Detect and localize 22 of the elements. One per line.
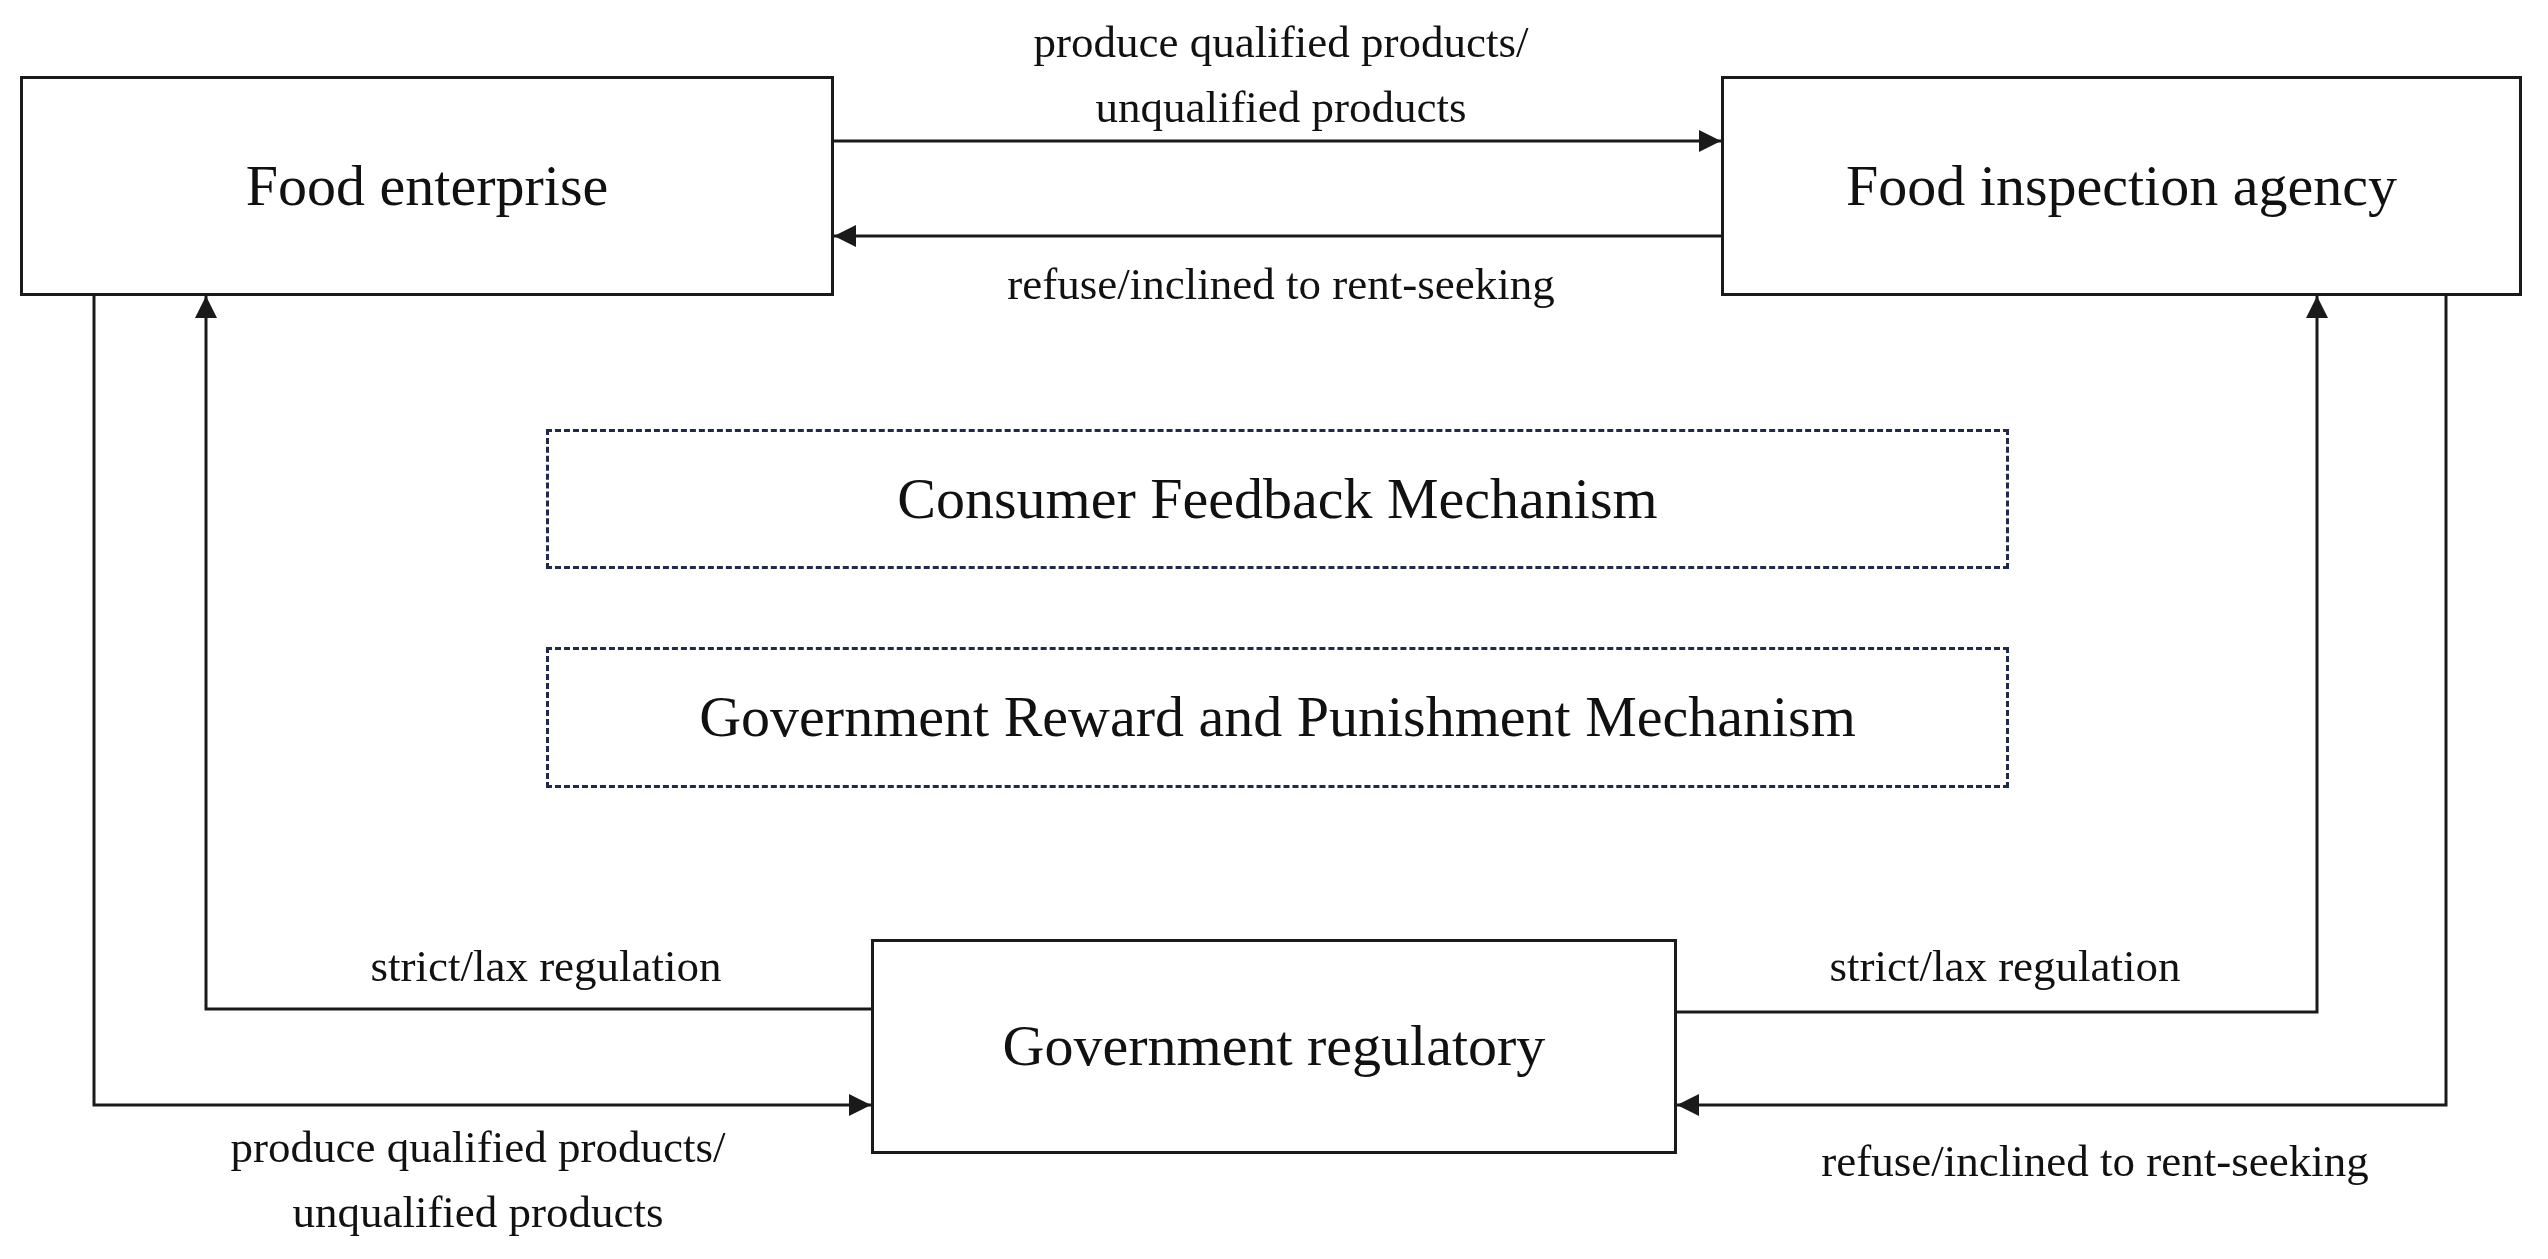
arrow	[1677, 296, 2448, 1116]
node-label: Consumer Feedback Mechanism	[897, 465, 1658, 533]
actor-box	[1721, 76, 2522, 296]
edge-label: produce qualified products/ unqualified products	[1032, 15, 1530, 134]
node-label: Government regulatory	[1002, 1013, 1546, 1080]
arrow	[195, 296, 871, 1011]
mechanism-box	[546, 429, 2009, 569]
actor-box	[871, 939, 1677, 1154]
edge-label: strict/lax regulation	[370, 940, 722, 994]
arrow	[1677, 296, 2328, 1014]
mechanism-box	[546, 647, 2009, 788]
node-label: Food inspection agency	[1846, 152, 2397, 220]
actor-box	[20, 76, 834, 296]
arrow	[834, 225, 1721, 247]
arrow	[92, 296, 871, 1116]
edge-label: produce qualified products/ unqualified products	[229, 1120, 727, 1239]
edge-label: refuse/inclined to rent-seeking	[1821, 1135, 2369, 1189]
arrow	[834, 130, 1721, 152]
edge-label: refuse/inclined to rent-seeking	[1007, 258, 1555, 312]
edge-label: strict/lax regulation	[1829, 940, 2181, 994]
node-label: Food enterprise	[245, 152, 609, 220]
node-label: Government Reward and Punishment Mechanism	[699, 684, 1856, 751]
